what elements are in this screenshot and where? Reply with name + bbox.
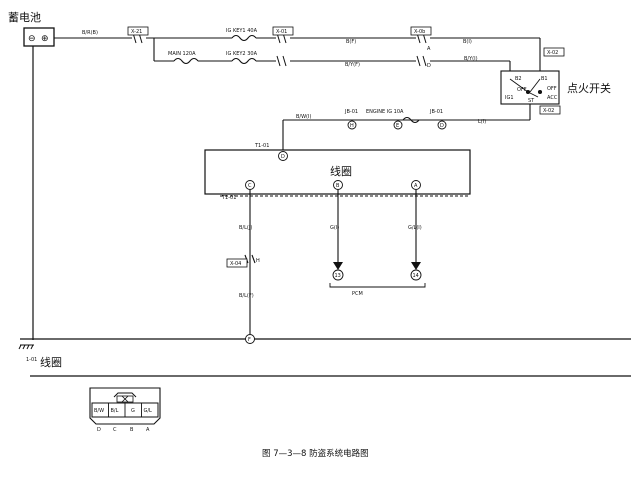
pcm-terminals: 13 14 PCM [329,262,426,297]
coil-pin-d-circle [278,151,288,161]
switch-ig1: IG1 [505,95,514,101]
ignition-switch: X-02 B2 B1 OFF OFF IG1 ACC ST 点火开关 X-02 [500,47,611,115]
connector-x02-top: X-02 [547,50,558,56]
wire-label-gl: G/L(I) [408,225,422,231]
pcm-pin-13-circle [332,269,344,281]
pcm-arrow-14 [411,262,421,270]
switch-st: ST [528,98,535,104]
switch-off-right: OFF [547,86,557,92]
connector-x21-box [127,26,149,36]
coil-pin-b: B [336,183,340,189]
connector-pin-2: C [113,427,117,433]
pin-h: H [350,123,354,129]
pcm-pin-14: 14 [413,273,419,279]
coil-pin-a: A [414,183,418,189]
wire-label-bl-j: B/L(J) [239,225,252,231]
connector-x02-top-box [543,47,565,57]
connector-pin-4: A [146,427,150,433]
connector-cell-3: G [131,408,135,414]
battery: 蓄电池 ⊖ ⊕ [8,11,55,47]
pin-label-d: D [427,63,431,69]
ground-symbol [18,344,34,350]
coil-output-wires [244,190,417,334]
connector-x02-bottom: X-02 [543,108,554,114]
wire-label-br: B/R(B) [82,30,98,36]
pin-d-jb: D [440,123,444,129]
ground-name: 线圈 [40,355,62,369]
connector-pin-1: D [97,427,101,433]
ground-pin-f-circle [245,334,255,344]
battery-box [23,27,55,47]
pcm-pin-14-circle [410,269,422,281]
connector-cell-1: B/W [94,408,104,414]
pin-d-jb-circle [437,120,447,130]
fuse-ig-key2-label: IG KEY2 30A [226,51,258,57]
ignition-switch-title: 点火开关 [567,81,611,95]
connector-jb01-left: JB-01 [344,109,358,115]
pcm-label: PCM [352,291,363,297]
connector-face-outline [89,387,161,425]
switch-b2: B2 [515,76,522,82]
wire-label-by-f: B/Y(F) [345,62,360,68]
connector-x01-box [272,26,294,36]
coil-pin-c: C [248,183,252,189]
connector-latch [113,392,137,398]
ground-bus: F 1-01 线圈 [18,334,631,377]
wire-label-bw: B/W(I) [296,114,311,120]
pcm-arrow-13 [333,262,343,270]
connector-x04-box [226,258,248,268]
connector-x02-bottom-box [539,105,561,115]
connector-t101-bottom: T1-01 [221,195,236,201]
switch-acc: ACC [547,95,558,101]
connector-cell-4: G/L [144,408,153,414]
pin-e-circle [393,120,403,130]
connector-x0b: X-0b [414,29,425,35]
coil-module-title: 线圈 [330,164,352,178]
connector-x0b-box [410,26,432,36]
wire-label-by-l: B/Y(I) [464,56,478,62]
connector-t101-top: T1-01 [254,143,269,149]
ignition-feed-wire [282,104,531,150]
coil-pin-b-circle [333,180,343,190]
ground-pin-f: F [248,337,251,343]
pcm-bracket [329,283,426,288]
coil-pin-d: D [281,154,285,160]
pin-label-h: H [256,258,260,264]
main-power-wire [54,34,541,71]
battery-plus-terminal: ⊕ [41,34,49,44]
battery-minus-terminal: ⊖ [28,34,36,44]
connector-cell-2: B/L [111,408,119,414]
wire-label-g: G(I) [330,225,339,231]
engine-fuse-row: B/W(I) JB-01 H ENGINE IG 10A E JB-01 D L… [296,109,486,130]
fuse-main-label: MAIN 120A [168,51,196,57]
pcm-pin-13: 13 [335,273,341,279]
pin-h-circle [347,120,357,130]
connector-face-view: B/W B/L G G/L D C B A [89,387,161,433]
connector-x21: X-21 [131,29,142,35]
battery-title: 蓄电池 [8,11,41,24]
connector-key-mark-b [121,395,129,403]
ignition-switch-contacts [509,78,543,98]
wire-label-b-f: B(F) [346,39,356,45]
coil-pin-a-circle [411,180,421,190]
ground-label: 1-01 [26,357,37,363]
switch-b1: B1 [541,76,548,82]
wire-label-bl-f: B/L(F) [239,293,254,299]
coil-pin-c-circle [245,180,255,190]
pin-label-a: A [427,46,431,52]
connector-x01: X-01 [276,29,287,35]
pin-e: E [396,123,399,129]
wire-label-l: L(I) [478,119,486,125]
wire-label-b-l: B(I) [463,39,472,45]
fuse-ig-key1-label: IG KEY1 40A [226,28,258,34]
connector-x04: X-04 [230,261,241,267]
fuse-engine-label: ENGINE IG 10A [366,109,404,115]
switch-off-left: OFF [517,87,527,93]
figure-caption: 图 7—3—8 防盗系统电路图 [262,448,369,459]
connector-jb01-right: JB-01 [429,109,443,115]
connector-pin-3: B [130,427,134,433]
